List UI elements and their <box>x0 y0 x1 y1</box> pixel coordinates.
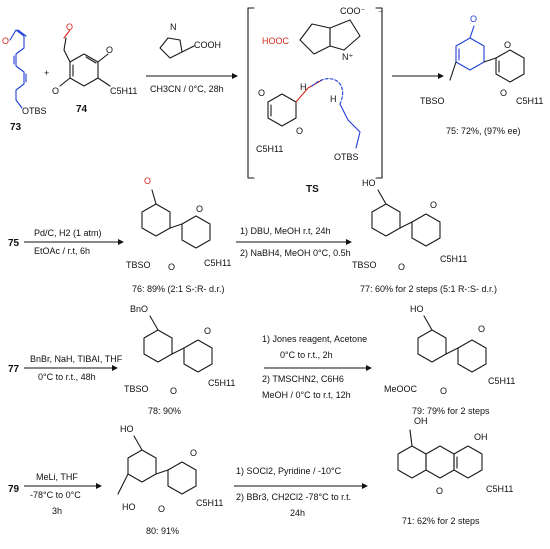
compound-79: HO O MeOOC O C5H11 79: 79% for 2 steps <box>384 304 515 416</box>
yield-78: 78: 90% <box>148 406 181 416</box>
yield-77: 77: 60% for 2 steps (5:1 R-:S- d.r.) <box>360 284 497 294</box>
yield-75: 75: 72%, (97% ee) <box>446 126 521 136</box>
cond-step2b: EtOAc / r.t, 6h <box>34 246 90 256</box>
ome-o-77-top: O <box>430 200 437 210</box>
ts-coo: COO⁻ <box>340 6 366 16</box>
yield-79: 79: 79% for 2 steps <box>412 406 490 416</box>
compound-78: BnO O TBSO O C5H11 78: 90% <box>124 304 235 416</box>
ho-79: HO <box>410 304 424 314</box>
ome-o-80: O <box>158 504 165 514</box>
aldehyde-o-75: O <box>470 14 477 24</box>
ts-ome-o1: O <box>258 88 265 98</box>
cond-step5a: 1) Jones reagent, Acetone <box>262 334 367 344</box>
ome-o-76: O <box>168 262 175 272</box>
c5h11-79: C5H11 <box>488 376 515 386</box>
yield-71: 71: 62% for 2 steps <box>402 516 480 526</box>
ome-o-74-top: O <box>106 45 113 55</box>
cond-step7b: 2) BBr3, CH2Cl2 -78°C to r.t. <box>236 492 351 502</box>
ts-otbs: OTBS <box>334 152 359 162</box>
aldehyde-o-label: O <box>2 36 9 46</box>
compound-77: HO O TBSO O C5H11 77: 60% for 2 steps (5… <box>352 178 497 294</box>
proline-nh: N <box>170 22 177 32</box>
aldehyde-o-74: O <box>66 22 73 32</box>
cond-step6a: MeLi, THF <box>36 472 78 482</box>
ome-o-78: O <box>170 386 177 396</box>
ome-o-79-top: O <box>478 324 485 334</box>
cond-step6c: 3h <box>52 506 62 516</box>
aldehyde-o-76: O <box>144 176 151 186</box>
proline-cooh: COOH <box>194 40 221 50</box>
c5h11-77: C5H11 <box>440 254 467 264</box>
label-79-start: 79 <box>8 484 20 495</box>
label-77-start: 77 <box>8 364 20 375</box>
bno-78: BnO <box>130 304 148 314</box>
c5h11-74: C5H11 <box>110 86 137 96</box>
ts-hooc: HOOC <box>262 36 290 46</box>
ts-h1: H <box>300 82 307 92</box>
ho-80: HO <box>120 424 134 434</box>
proline-catalyst: N COOH <box>159 22 221 59</box>
ome-o-76-top: O <box>196 204 203 214</box>
cond-step5c: 2) TMSCHN2, C6H6 <box>262 374 344 384</box>
label-73: 73 <box>10 122 22 133</box>
ts-charge: ⁻ <box>378 8 383 18</box>
c5h11-76: C5H11 <box>204 258 231 268</box>
meooc-79: MeOOC <box>384 384 418 394</box>
cond-step5d: MeOH / 0°C to r.t, 12h <box>262 390 351 400</box>
otbs-label: OTBS <box>22 106 47 116</box>
compound-71: OH OH O C5H11 71: 62% for 2 steps <box>397 416 513 526</box>
ome-o-75-top: O <box>504 40 511 50</box>
compound-76: O O TBSO O C5H11 76: 89% (2:1 S-:R- d.r.… <box>126 176 231 294</box>
c5h11-80: C5H11 <box>196 498 223 508</box>
oh-71: OH <box>474 432 488 442</box>
label-75-start: 75 <box>8 238 20 249</box>
tbso-76: TBSO <box>126 260 151 270</box>
ts-c5h11: C5H11 <box>256 144 283 154</box>
cond-step5b: 0°C to r.t., 2h <box>280 350 333 360</box>
cond-step3b: 2) NaBH4, MeOH 0°C, 0.5h <box>240 248 351 258</box>
oh-71-top: OH <box>414 416 428 426</box>
ts-ome-o2: O <box>296 126 303 136</box>
cond-step6b: -78°C to 0°C <box>30 490 81 500</box>
cond-step1: CH3CN / 0°C, 28h <box>150 84 224 94</box>
ome-o-79: O <box>440 386 447 396</box>
plus-sign: + <box>44 68 49 78</box>
transition-state: ⁻ COO⁻ N⁺ HOOC O O C5H11 H H OTBS TS <box>247 6 383 195</box>
ome-o-75: O <box>500 88 507 98</box>
c5h11-71: C5H11 <box>486 484 513 494</box>
tbso-78: TBSO <box>124 384 149 394</box>
ho-77: HO <box>362 178 376 188</box>
pyran-o-71: O <box>436 486 443 496</box>
cond-step7a: 1) SOCl2, Pyridine / -10°C <box>236 466 342 476</box>
cond-step3a: 1) DBU, MeOH r.t, 24h <box>240 226 331 236</box>
compound-73: O OTBS 73 <box>2 29 47 133</box>
oh-80: HO <box>122 502 136 512</box>
cond-step4a: BnBr, NaH, TIBAI, THF <box>30 354 123 364</box>
ome-o-80-top: O <box>190 448 197 458</box>
cond-step4b: 0°C to r.t., 48h <box>38 372 96 382</box>
label-ts: TS <box>306 184 319 195</box>
ts-nplus: N⁺ <box>342 52 353 62</box>
compound-75: O TBSO O O C5H11 75: 72%, (97% ee) <box>420 14 543 136</box>
ts-h2: H <box>330 94 337 104</box>
label-74: 74 <box>76 104 88 115</box>
yield-80: 80: 91% <box>146 526 179 536</box>
ome-o-78-top: O <box>204 326 211 336</box>
c5h11-78: C5H11 <box>208 378 235 388</box>
cond-step2a: Pd/C, H2 (1 atm) <box>34 228 102 238</box>
ome-o-74-bottom: O <box>52 86 59 96</box>
compound-80: HO O HO O C5H11 80: 91% <box>117 424 223 536</box>
ome-o-77: O <box>398 262 405 272</box>
cond-step7c: 24h <box>290 508 305 518</box>
c5h11-75: C5H11 <box>516 96 543 106</box>
tbso-75: TBSO <box>420 96 445 106</box>
tbso-77: TBSO <box>352 260 377 270</box>
yield-76: 76: 89% (2:1 S-:R- d.r.) <box>132 284 225 294</box>
compound-74: O O O C5H11 74 <box>52 22 137 115</box>
